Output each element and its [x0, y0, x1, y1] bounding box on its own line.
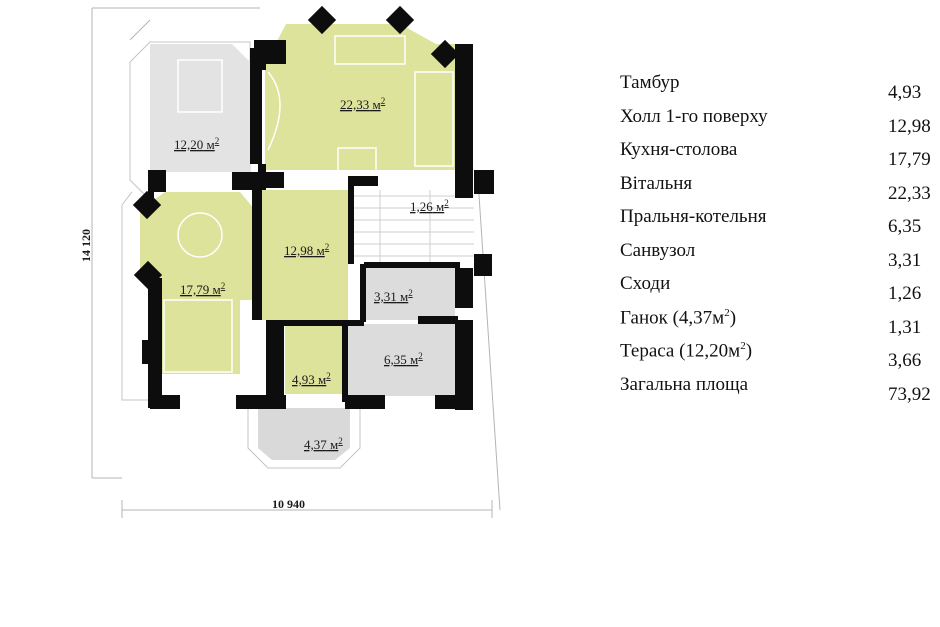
room-area-stairs: 1,26 м2: [410, 198, 449, 214]
terrace-fill: [150, 44, 250, 172]
legend-label: Загальна площа: [620, 373, 749, 395]
room-area-terrace: 12,20 м2: [174, 136, 219, 152]
walls: [132, 5, 494, 410]
legend-row: Кухня-столова 17,79: [620, 139, 936, 173]
legend-row: Пральня-котельня 6,35: [620, 206, 936, 240]
legend-value: 6,35: [888, 216, 922, 237]
area-legend: Тамбур 4,93 Холл 1-го поверху 12,98 Кухн…: [620, 72, 936, 407]
legend-value: 22,33: [888, 182, 931, 204]
legend-row: Холл 1-го поверху 12,98: [620, 106, 936, 140]
legend-row: Санвузол 3,31: [620, 240, 936, 274]
porch-fill: [258, 408, 350, 460]
legend-row: Загальна площа 73,92: [620, 374, 936, 408]
stairs-fill: [348, 186, 474, 266]
legend-label: Кухня-столова: [620, 139, 738, 160]
legend-value: 4,93: [888, 82, 922, 103]
legend-value: 17,79: [888, 149, 931, 170]
dimension-lines: [91, 7, 501, 518]
kitchen-fill: [140, 192, 255, 374]
vestibule-fill: [285, 326, 345, 394]
laundry-fill: [346, 324, 456, 396]
legend-label: Санвузол: [620, 239, 696, 261]
legend-value: 1,31: [888, 316, 922, 338]
legend-row: Ганок (4,37м2) 1,31: [620, 307, 936, 341]
bathroom-fill: [365, 268, 455, 320]
room-fills: [140, 24, 474, 460]
room-area-vestibule: 4,93 м2: [292, 371, 331, 387]
living-room-fill: [265, 24, 455, 170]
room-area-kitchen: 17,79 м2: [180, 281, 225, 297]
legend-value: 12,98: [888, 115, 931, 137]
room-labels: 22,33 м2 12,20 м2 1,26 м2 12,98 м2 17,79…: [174, 96, 449, 452]
legend-value: 73,92: [888, 383, 931, 405]
room-area-living: 22,33 м2: [340, 96, 385, 112]
legend-row: Вітальня 22,33: [620, 173, 936, 207]
room-area-porch: 4,37 м2: [304, 436, 343, 452]
legend-row: Тамбур 4,93: [620, 72, 936, 106]
legend-label: Сходи: [620, 273, 671, 294]
legend-label: Тамбур: [620, 72, 680, 93]
legend-value: 3,31: [888, 249, 922, 271]
room-area-bathroom: 3,31 м2: [374, 288, 413, 304]
legend-label: Пральня-котельня: [620, 206, 767, 227]
furniture: [163, 35, 454, 373]
legend-row: Сходи 1,26: [620, 273, 936, 307]
legend-value: 1,26: [888, 283, 922, 304]
legend-label: Холл 1-го поверху: [620, 105, 768, 127]
legend-row: Тераса (12,20м2) 3,66: [620, 340, 936, 374]
legend-value: 3,66: [888, 350, 922, 371]
hall-fill: [260, 190, 348, 320]
legend-label: Вітальня: [620, 172, 693, 194]
dimension-width: 10 940: [272, 497, 305, 511]
legend-label: Ганок (4,37м2): [620, 306, 737, 328]
room-area-laundry: 6,35 м2: [384, 351, 423, 367]
dimension-height: 14 120: [79, 229, 93, 262]
legend-label: Тераса (12,20м2): [620, 340, 753, 362]
stairs-steps: [350, 190, 474, 262]
room-area-hall: 12,98 м2: [284, 242, 329, 258]
